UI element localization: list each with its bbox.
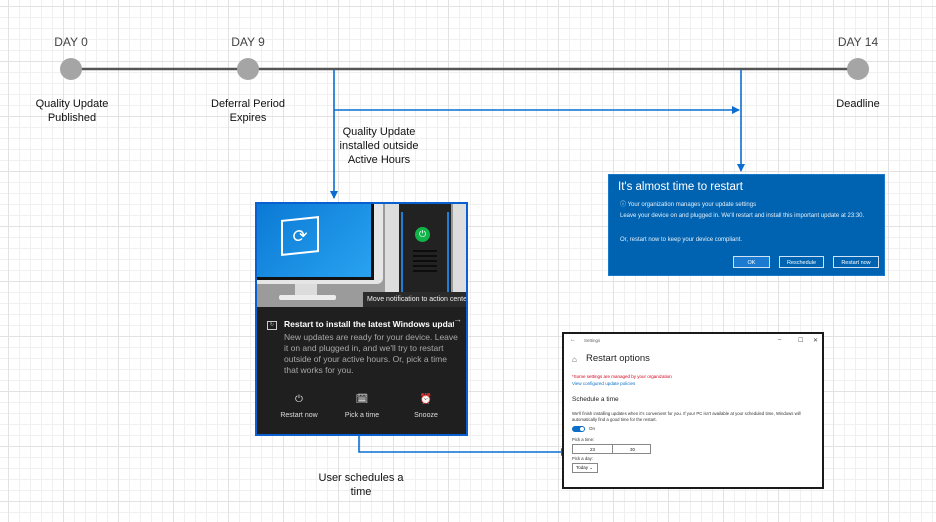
close-icon[interactable]: ✕: [813, 338, 819, 344]
action-label: Restart now: [280, 412, 318, 419]
action-label: Snooze: [414, 412, 438, 419]
toast-hero-image: ⟳ ⏻ Move notification to action center: [257, 204, 466, 307]
caption-line: time: [350, 486, 372, 498]
day-9-caption: Deferral Period Expires: [198, 97, 298, 125]
dialog-title: It's almost time to restart: [618, 181, 743, 193]
day-dropdown[interactable]: Today ⌄: [572, 463, 598, 473]
toast-title: Restart to install the latest Windows up…: [284, 319, 454, 329]
ok-button[interactable]: OK: [733, 256, 770, 268]
title-bar: ← Settings – ☐ ✕: [564, 334, 822, 348]
caption-line: installed outside: [339, 140, 419, 152]
restart-now-action[interactable]: ⏻ Restart now: [269, 393, 329, 419]
windows-update-icon: ⟳: [281, 216, 319, 256]
home-icon[interactable]: ⌂: [572, 355, 577, 364]
info-icon: ⓘ: [620, 202, 628, 208]
view-policies-link[interactable]: View configured update policies: [572, 381, 636, 386]
monitor-stand: [295, 284, 317, 298]
power-icon: ⏻: [295, 394, 303, 405]
caption-line: Quality Update: [342, 126, 416, 138]
caption-line: Active Hours: [347, 154, 411, 166]
pc-tower: ⏻: [399, 204, 451, 307]
app-title: Settings: [584, 338, 601, 343]
day-14-node: [847, 58, 869, 80]
day-0-node: [60, 58, 82, 80]
monitor-screen: ⟳: [257, 204, 374, 280]
org-notice: ⓘ Your organization manages your update …: [620, 199, 756, 208]
calendar-clock-icon: 🗓: [355, 394, 369, 405]
minimize-icon[interactable]: –: [778, 337, 782, 343]
section-description: We'll finish installing updates when it'…: [572, 411, 801, 422]
vent: [413, 260, 437, 262]
day-value: Today: [576, 465, 589, 470]
action-label: Pick a time: [344, 412, 380, 419]
restart-now-button[interactable]: Restart now: [833, 256, 879, 268]
tower-side: [453, 204, 466, 292]
caption-line: Deferral Period: [211, 98, 285, 110]
pick-day-label: Pick a day:: [572, 456, 594, 461]
toggle-state-label: On: [589, 426, 596, 431]
reschedule-button[interactable]: Reschedule: [779, 256, 824, 268]
restart-dialog: It's almost time to restart ⓘ Your organ…: [608, 174, 885, 276]
hour-value[interactable]: 23: [589, 447, 595, 452]
monitor: ⟳: [257, 204, 383, 284]
toast-content[interactable]: ↻ Restart to install the latest Windows …: [257, 307, 466, 434]
caption-line: Published: [47, 112, 97, 124]
tower-edge: [447, 212, 449, 292]
user-schedules-annotation: User schedules a time: [305, 471, 417, 499]
day-9-node: [237, 58, 259, 80]
caption-line: Deadline: [836, 98, 880, 110]
move-to-action-center-icon[interactable]: →: [453, 314, 462, 324]
managed-notice: *Some settings are managed by your organ…: [572, 374, 672, 379]
power-icon: ⏻: [415, 227, 430, 242]
tower-edge: [401, 212, 403, 292]
day-14-label: DAY 14: [837, 35, 879, 49]
monitor-stand-base: [279, 295, 336, 300]
restart-toast: ⟳ ⏻ Move notification to action center ↻…: [255, 202, 468, 436]
toast-body: New updates are ready for your device. L…: [284, 332, 458, 375]
alarm-clock-icon: ⏰: [419, 394, 433, 405]
pick-a-time-action[interactable]: 🗓 Pick a time: [332, 393, 392, 419]
back-arrow-icon[interactable]: ←: [570, 337, 576, 343]
caption-line: Expires: [229, 112, 267, 124]
maximize-icon[interactable]: ☐: [798, 338, 804, 344]
vent: [413, 250, 437, 252]
day-0-label: DAY 0: [54, 35, 88, 49]
time-picker[interactable]: 23 30: [572, 444, 651, 454]
move-to-action-center-tooltip: Move notification to action center: [363, 292, 466, 307]
time-divider: [612, 445, 613, 453]
minute-value[interactable]: 30: [629, 447, 635, 452]
vent: [413, 255, 437, 257]
section-heading: Schedule a time: [572, 396, 619, 403]
day-0-caption: Quality Update Published: [22, 97, 122, 125]
dialog-body-compliance: Or, restart now to keep your device comp…: [620, 237, 743, 243]
dialog-body: Leave your device on and plugged in. We'…: [620, 213, 865, 219]
vent: [413, 265, 437, 267]
caption-line: Quality Update: [35, 98, 109, 110]
caption-line: User schedules a: [318, 472, 404, 484]
day-9-label: DAY 9: [231, 35, 265, 49]
update-app-icon: ↻: [267, 321, 277, 330]
vent: [413, 270, 437, 272]
pick-time-label: Pick a time:: [572, 437, 595, 442]
settings-window: ← Settings – ☐ ✕ ⌂ Restart options *Some…: [562, 332, 824, 489]
day-14-caption: Deadline: [808, 97, 908, 111]
snooze-action[interactable]: ⏰ Snooze: [396, 393, 456, 419]
tower-side: [385, 204, 399, 292]
page-title: Restart options: [586, 353, 650, 364]
org-notice-text: Your organization manages your update se…: [627, 202, 757, 208]
schedule-toggle[interactable]: [572, 426, 585, 432]
chevron-down-icon: ⌄: [589, 465, 594, 470]
installed-annotation: Quality Update installed outside Active …: [320, 125, 438, 167]
